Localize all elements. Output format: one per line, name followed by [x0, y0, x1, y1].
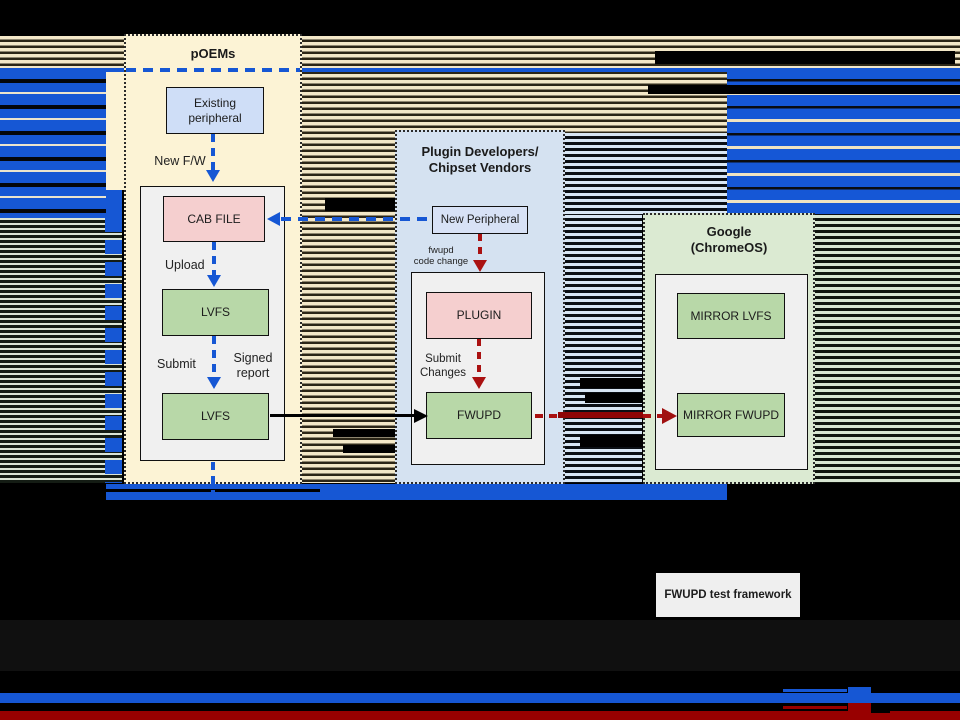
- arrow-newperiph-to-cab-head: [267, 212, 280, 226]
- glitch-stripes-navy-upper: [565, 133, 727, 215]
- glitch-cream-sliver: [106, 68, 124, 190]
- redaction-bar-mid-2: [585, 393, 642, 403]
- submit-changes-label: Submit Changes: [414, 352, 472, 380]
- submit-changes-line2: Changes: [419, 367, 467, 379]
- fwupd-box: FWUPD: [426, 392, 532, 439]
- existing-peripheral-label-line2: peripheral: [188, 110, 242, 125]
- signed-report-line2: report: [236, 366, 270, 380]
- poems-panel: pOEMs Existing peripheral New F/W CAB FI…: [124, 34, 302, 484]
- signed-report-label: Signed report: [225, 351, 281, 381]
- glitch-red-line-bottom: [783, 706, 847, 709]
- new-fw-label: New F/W: [154, 154, 206, 168]
- plugin-panel: Plugin Developers/ Chipset Vendors New P…: [395, 130, 565, 484]
- cab-file-label: CAB FILE: [187, 211, 241, 226]
- lvfs-lower-label: LVFS: [200, 409, 231, 423]
- plugin-title-line2: Chipset Vendors: [428, 160, 532, 175]
- glitch-stripes-mid-top: [395, 68, 727, 133]
- arrow-fwupd-to-mirror-head: [662, 408, 677, 424]
- lvfs-upper-label: LVFS: [200, 305, 231, 319]
- arrow-lvfs-to-fwupd-head: [414, 409, 428, 423]
- glitch-red-block-bottom: [848, 703, 871, 713]
- glitch-stripes-mid-left: [302, 68, 395, 483]
- arrow-newperiph-to-plugin-head: [473, 260, 487, 272]
- arrow-fwupd-to-mirror-shaft-right: [643, 414, 663, 418]
- glitch-red-band-bottom: [0, 711, 960, 720]
- existing-peripheral-label-line1: Existing: [193, 95, 237, 110]
- arrow-existing-to-cab-head: [206, 170, 220, 182]
- bottom-dark-band: [0, 620, 960, 671]
- poems-panel-title: pOEMs: [190, 46, 236, 61]
- glitch-blue-patch: [106, 190, 122, 218]
- submit-changes-line1: Submit: [425, 353, 461, 365]
- new-peripheral-box: New Peripheral: [432, 206, 528, 234]
- mirror-fwupd-label: MIRROR FWUPD: [683, 407, 779, 422]
- fwupd-test-framework-label: FWUPD test framework: [664, 588, 792, 601]
- arrow-newperiph-to-plugin-shaft: [478, 234, 482, 260]
- plugin-panel-title: Plugin Developers/ Chipset Vendors: [397, 144, 563, 176]
- poems-exit-dashed-line: [211, 462, 215, 492]
- redaction-bar-mid-1: [580, 378, 642, 388]
- fwupd-code-change-line1: fwupd: [428, 245, 454, 256]
- upload-label: Upload: [165, 258, 205, 272]
- fwupd-box-label: FWUPD: [457, 408, 501, 422]
- mirror-lvfs-box: MIRROR LVFS: [677, 293, 785, 339]
- glitch-stripes-right-green: [815, 215, 960, 483]
- fwupd-code-change-line2: code change: [413, 256, 469, 267]
- fwupd-code-change-label: fwupd code change: [405, 245, 477, 267]
- submit-label: Submit: [157, 357, 196, 371]
- glitch-blue-dash-column: [105, 218, 122, 483]
- plugin-title-line1: Plugin Developers/: [421, 144, 539, 159]
- plugin-box: PLUGIN: [426, 292, 532, 339]
- glitch-blue-band-bottom: [0, 693, 960, 703]
- glitch-blue-band-below-panels: [106, 484, 727, 500]
- glitch-stripes-left-blue: [0, 68, 106, 218]
- glitch-blue-hline: [0, 68, 960, 72]
- arrow-lvfs-to-fwupd-shaft: [270, 414, 415, 417]
- google-title-line2: (ChromeOS): [690, 240, 768, 255]
- redaction-bar-left-low-1: [333, 429, 395, 437]
- arrow-newperiph-to-cab-shaft: [281, 217, 432, 221]
- redaction-bar-left-mid: [325, 198, 395, 211]
- glitch-blue-line-bottom: [783, 689, 847, 692]
- fwupd-test-framework-box: FWUPD test framework: [656, 573, 800, 617]
- cab-file-box: CAB FILE: [163, 196, 265, 242]
- google-title-line1: Google: [706, 224, 752, 239]
- arrow-cab-to-lvfs-shaft: [212, 242, 216, 275]
- redaction-bar-top-2: [648, 85, 960, 94]
- redaction-bar-mid-3: [580, 435, 642, 447]
- redaction-bar-left-low-2: [343, 445, 395, 453]
- google-panel: Google (ChromeOS) MIRROR LVFS MIRROR FWU…: [643, 213, 815, 484]
- mirror-fwupd-box: MIRROR FWUPD: [677, 393, 785, 437]
- google-inner-box: MIRROR LVFS MIRROR FWUPD: [655, 274, 808, 470]
- poems-inner-box: CAB FILE Upload LVFS Submit Signed repor…: [140, 186, 285, 461]
- lvfs-upper-box: LVFS: [162, 289, 269, 336]
- existing-peripheral-box: Existing peripheral: [166, 87, 264, 134]
- google-panel-title: Google (ChromeOS): [645, 224, 813, 256]
- poems-dashed-divider: [126, 68, 300, 72]
- signed-report-line1: Signed: [233, 351, 273, 365]
- arrow-fwupd-to-mirror-shaft-left: [535, 414, 559, 418]
- new-peripheral-label: New Peripheral: [440, 213, 520, 226]
- glitch-black-notch-bottom: [871, 709, 890, 713]
- glitch-black-block-bottom-right: [848, 671, 884, 687]
- arrow-plugin-to-fwupd-shaft: [477, 339, 481, 377]
- arrow-plugin-to-fwupd-head: [472, 377, 486, 389]
- arrow-existing-to-cab-shaft: [211, 134, 215, 170]
- glitch-stripes-left-green: [0, 218, 105, 483]
- mirror-lvfs-label: MIRROR LVFS: [690, 308, 772, 323]
- plugin-inner-box: PLUGIN Submit Changes FWUPD: [411, 272, 545, 465]
- lvfs-lower-box: LVFS: [162, 393, 269, 440]
- plugin-box-label: PLUGIN: [456, 308, 502, 322]
- arrow-lvfs-to-lvfs-shaft: [212, 336, 216, 377]
- arrow-cab-to-lvfs-head: [207, 275, 221, 287]
- arrow-lvfs-to-lvfs-head: [207, 377, 221, 389]
- arrow-fwupd-to-mirror-solid-segment: [558, 412, 643, 418]
- redaction-bar-top-1: [655, 51, 955, 64]
